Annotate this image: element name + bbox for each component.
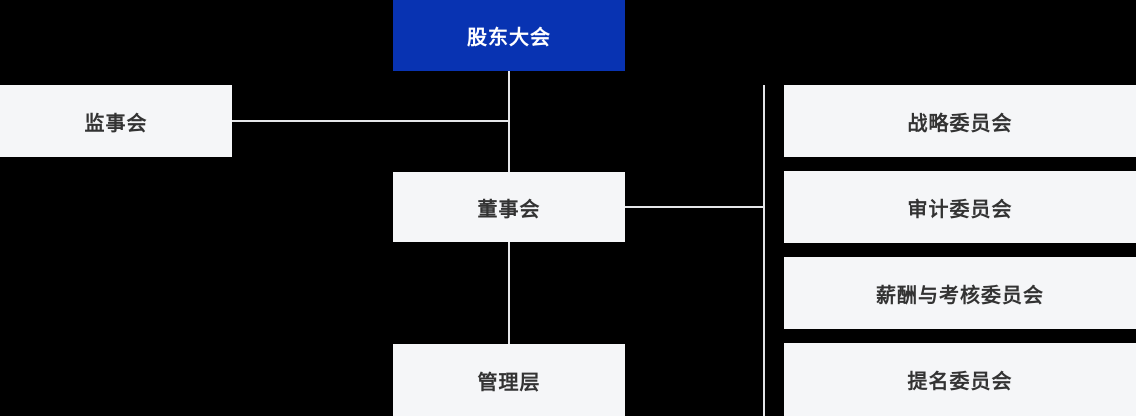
node-nomination-committee: 提名委员会 — [784, 343, 1136, 416]
node-label: 监事会 — [84, 112, 148, 135]
node-remuneration-appraisal-committee: 薪酬与考核委员会 — [784, 257, 1136, 329]
node-label: 战略委员会 — [907, 112, 1013, 135]
connector-supervisory-trunk — [232, 120, 509, 122]
node-board-of-directors: 董事会 — [393, 172, 625, 242]
connector-board-management — [508, 242, 510, 344]
node-audit-committee: 审计委员会 — [784, 171, 1136, 243]
node-label: 审计委员会 — [907, 198, 1013, 221]
node-management: 管理层 — [393, 344, 625, 416]
node-label: 提名委员会 — [907, 371, 1013, 393]
node-label: 管理层 — [477, 371, 541, 394]
node-label: 股东大会 — [467, 27, 551, 49]
connector-committees-spine — [763, 85, 765, 416]
connector-board-committees — [625, 206, 764, 208]
node-shareholders-meeting: 股东大会 — [393, 0, 625, 71]
node-label: 董事会 — [477, 198, 541, 221]
node-supervisory-board: 监事会 — [0, 85, 232, 157]
node-label: 薪酬与考核委员会 — [876, 284, 1044, 307]
connector-shareholders-board — [508, 71, 510, 172]
node-strategy-committee: 战略委员会 — [784, 85, 1136, 157]
